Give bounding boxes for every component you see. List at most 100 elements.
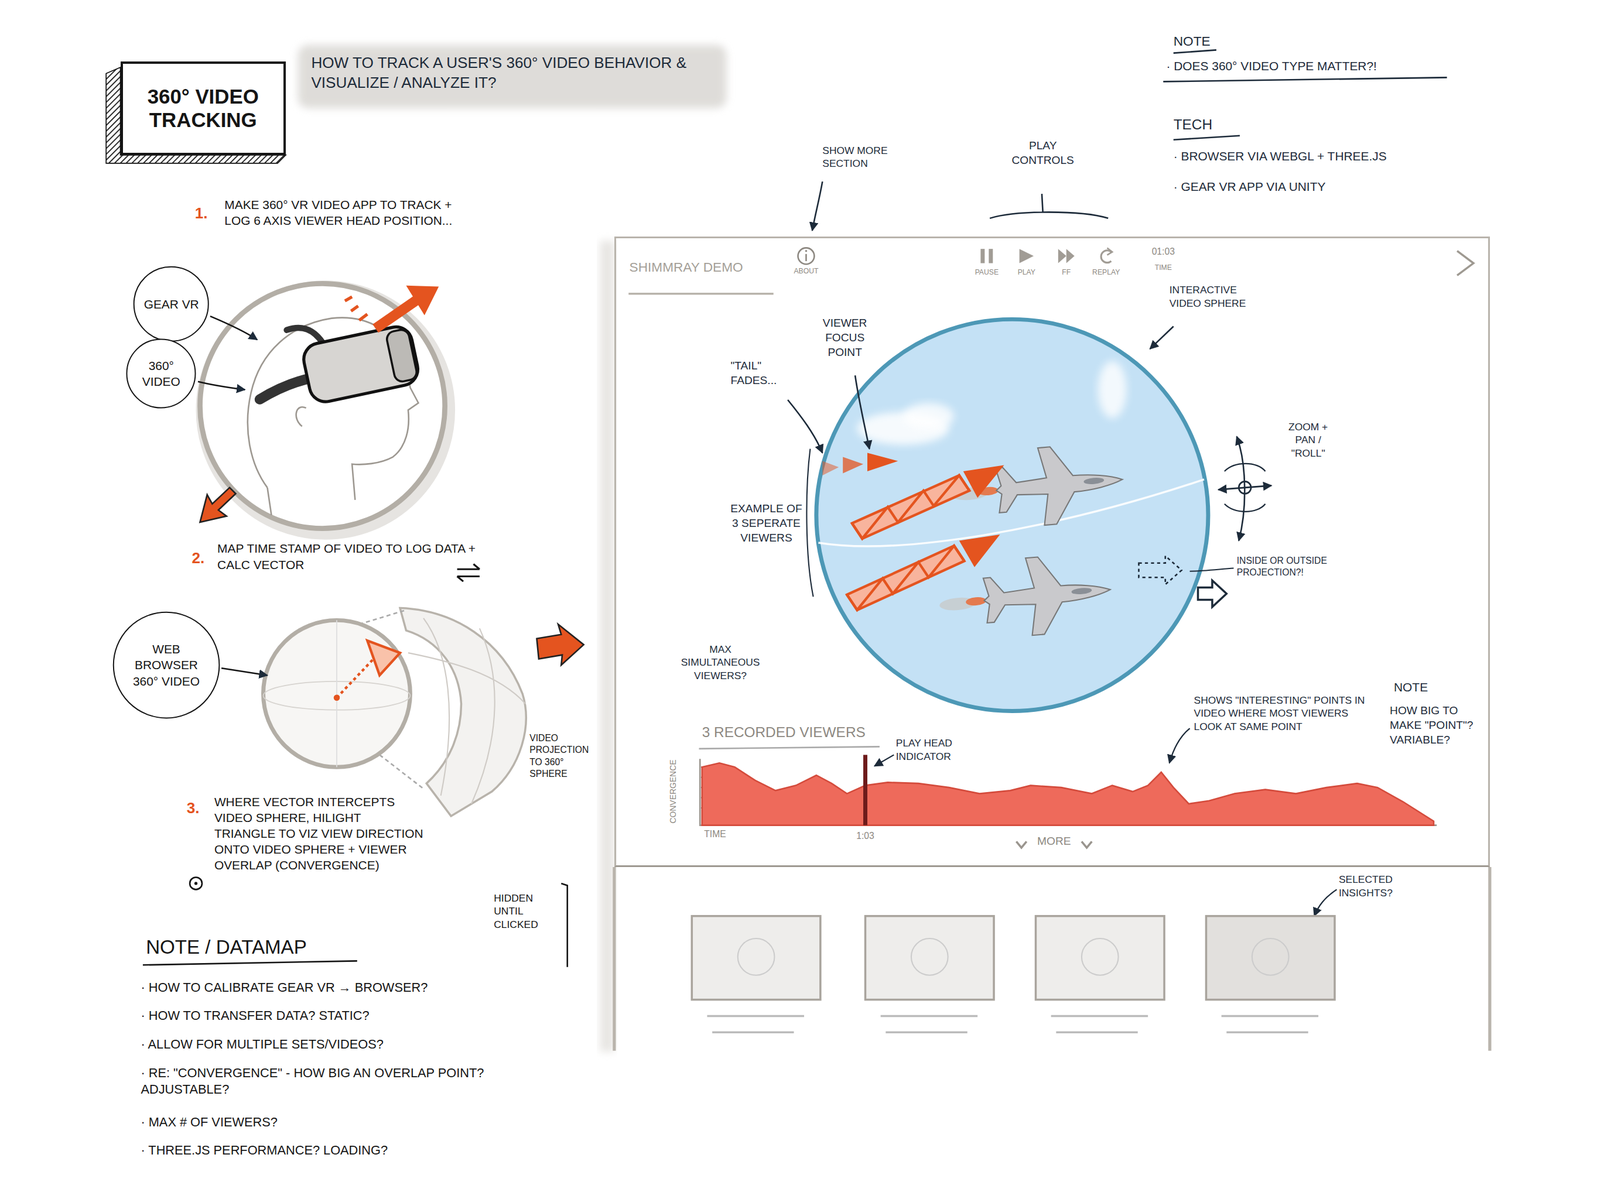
node-label: SHIMMRAY DEMO xyxy=(629,258,1489,276)
gaze-tail xyxy=(842,457,864,474)
side-note: HIDDEN UNTIL CLICKED xyxy=(493,891,557,932)
cloud xyxy=(903,402,955,430)
vector-symbol xyxy=(457,564,480,583)
axis-label: CONVERGENCE xyxy=(668,760,679,825)
note-bullet: · HOW TO TRANSFER DATA? STATIC? xyxy=(140,1007,534,1025)
browser-frame: SHIMMRAY DEMO xyxy=(614,236,1490,868)
collapse-chevron xyxy=(1457,251,1474,276)
control-label: PAUSE xyxy=(966,268,1008,278)
underline xyxy=(1163,77,1447,82)
device-circle: GEAR VR xyxy=(132,265,210,343)
play-icon xyxy=(1019,248,1034,263)
gaze-trail xyxy=(846,545,964,611)
leader-line xyxy=(812,181,823,231)
video-sphere xyxy=(263,620,411,768)
insight-thumbnail xyxy=(1205,916,1335,1034)
gaze-head xyxy=(867,453,898,472)
replay-icon xyxy=(1101,250,1111,263)
annotation: EXAMPLE OF 3 SEPERATE VIEWERS xyxy=(726,501,807,546)
node-label: 360° VIDEO xyxy=(134,357,188,390)
gaze-trail xyxy=(852,475,970,539)
leader-line xyxy=(210,316,258,340)
leader-line xyxy=(197,381,245,391)
outside-arrow xyxy=(1198,580,1227,607)
annotation: ZOOM + PAN / "ROLL" xyxy=(1279,420,1338,461)
about-icon-dot xyxy=(805,250,808,252)
illustration-group xyxy=(106,45,1490,1053)
note-bullet: · MAX # OF VIEWERS? xyxy=(140,1114,534,1131)
thumbnail-sketch xyxy=(911,938,949,976)
note-bullet: · HOW TO CALIBRATE GEAR VR → BROWSER? xyxy=(140,979,534,997)
pause-icon xyxy=(988,248,993,263)
notes-heading: NOTE / DATAMAP xyxy=(145,934,307,960)
neck-outline xyxy=(267,487,272,516)
step-number: 1. xyxy=(195,203,208,224)
roll-arc xyxy=(1224,463,1266,512)
thumbnail-frame xyxy=(865,916,995,1001)
circle-shape xyxy=(127,339,196,408)
leader-line xyxy=(1169,728,1191,764)
underline xyxy=(699,746,880,749)
bracket xyxy=(806,449,813,598)
gaze-head xyxy=(963,465,1005,499)
direction-arrowhead xyxy=(405,285,439,316)
underline xyxy=(1173,49,1217,53)
bullet-dot xyxy=(194,881,198,885)
about-icon-stem xyxy=(805,254,808,262)
note-heading: NOTE xyxy=(1393,679,1428,696)
headset-strap xyxy=(257,377,315,400)
bracket xyxy=(989,193,1109,219)
direction-arrow xyxy=(375,299,419,330)
node-text-group: 360° VIDEO xyxy=(134,357,188,390)
frame-shadow xyxy=(600,240,615,1052)
leader-line xyxy=(855,375,870,449)
leader-line xyxy=(874,754,894,767)
chart-title: 3 RECORDED VIEWERS xyxy=(702,723,866,743)
leader-line xyxy=(787,400,823,454)
flow-arrow xyxy=(200,487,237,523)
note-bullet: · THREE.JS PERFORMANCE? LOADING? xyxy=(140,1142,534,1160)
tech-item: · BROWSER VIA WEBGL + THREE.JS xyxy=(1173,148,1387,164)
control-label: PLAY xyxy=(1006,268,1048,278)
circle-shape xyxy=(113,612,220,719)
thumbnail-caption-lines xyxy=(880,1016,979,1033)
thumbnail-sketch xyxy=(1081,938,1119,976)
playhead-time: 1:03 xyxy=(845,830,887,843)
flow-arrow xyxy=(536,624,584,666)
more-section-frame xyxy=(614,867,1490,1052)
note-text: · DOES 360° VIDEO TYPE MATTER?! xyxy=(1166,57,1377,74)
thumbnail-sketch xyxy=(1252,938,1290,976)
projection-grid xyxy=(408,618,526,805)
section-heading: TECH xyxy=(1173,115,1213,135)
note-bullet: · RE: "CONVERGENCE" - HOW BIG AN OVERLAP… xyxy=(140,1065,534,1099)
jet-canopy xyxy=(1083,477,1105,485)
node-text-group: WEB BROWSER 360° VIDEO xyxy=(125,641,207,690)
replay-icon-head xyxy=(1106,247,1113,255)
pause-icon xyxy=(980,248,985,263)
gaze-head xyxy=(959,534,1001,568)
jet-body xyxy=(980,551,1114,640)
bracket xyxy=(561,883,567,968)
annotation: SHOW MORE SECTION xyxy=(822,144,904,171)
node-text-group: GEAR VR xyxy=(142,296,201,313)
note-heading: NOTE xyxy=(1173,32,1211,50)
thumbnail-sketch xyxy=(737,938,775,976)
time-readout: 01:03 xyxy=(1140,245,1186,258)
jet xyxy=(948,440,1126,533)
step-number: 3. xyxy=(186,798,200,819)
title-box: 360° VIDEO TRACKING xyxy=(120,61,286,156)
control-label: TIME xyxy=(1142,263,1184,273)
gaze-tail xyxy=(822,461,839,476)
headset-front xyxy=(385,328,419,384)
thumbnail-caption-lines xyxy=(706,1016,805,1033)
jet-exhaust xyxy=(965,596,987,607)
node-label: GEAR VR xyxy=(142,296,201,313)
zoom-arrow xyxy=(1236,436,1246,542)
convergence-area xyxy=(702,763,1434,826)
platform-circle: WEB BROWSER 360° VIDEO xyxy=(111,610,222,721)
thumbnail-frame xyxy=(691,916,821,1001)
projection-note: VIDEO PROJECTION TO 360° SPHERE xyxy=(529,732,596,781)
projection-panel xyxy=(400,607,526,816)
annotation: SELECTED INSIGHTS? xyxy=(1338,873,1417,900)
control-label: ABOUT xyxy=(783,267,829,277)
